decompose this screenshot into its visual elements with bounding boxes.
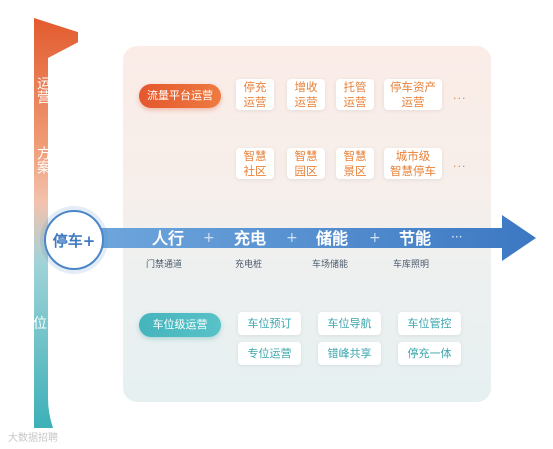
box-label: 车位导航 — [327, 317, 372, 330]
bottom-row1-box-1: 车位预订 — [238, 312, 301, 335]
axis-sub-storage: 车场储能 — [312, 260, 349, 270]
horizontal-axis-arrow — [90, 215, 536, 261]
watermark: 大数据招聘 — [8, 433, 58, 444]
vertical-label-2: 方案 — [35, 146, 51, 174]
box-label: 智慧 景区 — [343, 148, 367, 178]
top-row2-box-1: 智慧 社区 — [236, 148, 274, 179]
bottom-row2-box-2: 错峰共享 — [318, 342, 381, 365]
plus-icon: + — [286, 230, 298, 246]
plus-icon: + — [203, 230, 215, 246]
top-row1-more: ··· — [453, 92, 467, 105]
box-label: 错峰共享 — [327, 347, 372, 360]
top-row2-box-2: 智慧 园区 — [287, 148, 325, 179]
top-row2-box-3: 智慧 景区 — [336, 148, 374, 179]
box-label: 停充一体 — [407, 347, 452, 360]
box-label: 专位运营 — [247, 347, 292, 360]
box-label: 车位预订 — [247, 317, 292, 330]
box-label: 停充 运营 — [243, 79, 267, 109]
box-label: 停车资产 运营 — [390, 79, 436, 109]
box-label: 智慧 园区 — [294, 148, 318, 178]
axis-item-storage: 储能 — [316, 229, 349, 248]
top-row2-box-4: 城市级 智慧停车 — [384, 148, 442, 179]
vertical-label-3: 位 — [33, 316, 47, 332]
vertical-axis-arrow — [34, 18, 78, 428]
box-label: 城市级 智慧停车 — [390, 148, 436, 178]
traffic-platform-pill: 流量平台运营 — [139, 84, 221, 108]
bottom-row2-box-1: 专位运营 — [238, 342, 301, 365]
plus-icon: + — [369, 230, 381, 246]
box-label: 车位管控 — [407, 317, 452, 330]
axis-more: ··· — [451, 230, 463, 244]
parking-plus-circle: 停车+ — [44, 210, 104, 270]
bottom-row1-box-3: 车位管控 — [398, 312, 461, 335]
box-label: 智慧 社区 — [243, 148, 267, 178]
axis-sub-energy-saving: 车库照明 — [393, 260, 430, 270]
axis-sub-pedestrian: 门禁通道 — [146, 260, 183, 270]
box-label: 增收 运营 — [294, 79, 318, 109]
axis-sub-charging: 充电桩 — [235, 260, 263, 270]
parking-space-pill: 车位级运营 — [139, 313, 221, 337]
axis-item-charging: 充电 — [234, 229, 267, 248]
bottom-row2-box-3: 停充一体 — [398, 342, 461, 365]
axis-item-pedestrian: 人行 — [152, 229, 185, 248]
top-row2-more: ··· — [453, 160, 467, 173]
top-row1-box-3: 托管 运营 — [336, 79, 374, 110]
top-row1-box-1: 停充 运营 — [236, 79, 274, 110]
axis-item-energy-saving: 节能 — [399, 229, 432, 248]
bottom-row1-box-2: 车位导航 — [318, 312, 381, 335]
top-row1-box-4: 停车资产 运营 — [384, 79, 442, 110]
top-row1-box-2: 增收 运营 — [287, 79, 325, 110]
vertical-label-1: 运营 — [35, 76, 51, 104]
box-label: 托管 运营 — [343, 79, 367, 109]
center-label: 停车+ — [52, 231, 96, 250]
